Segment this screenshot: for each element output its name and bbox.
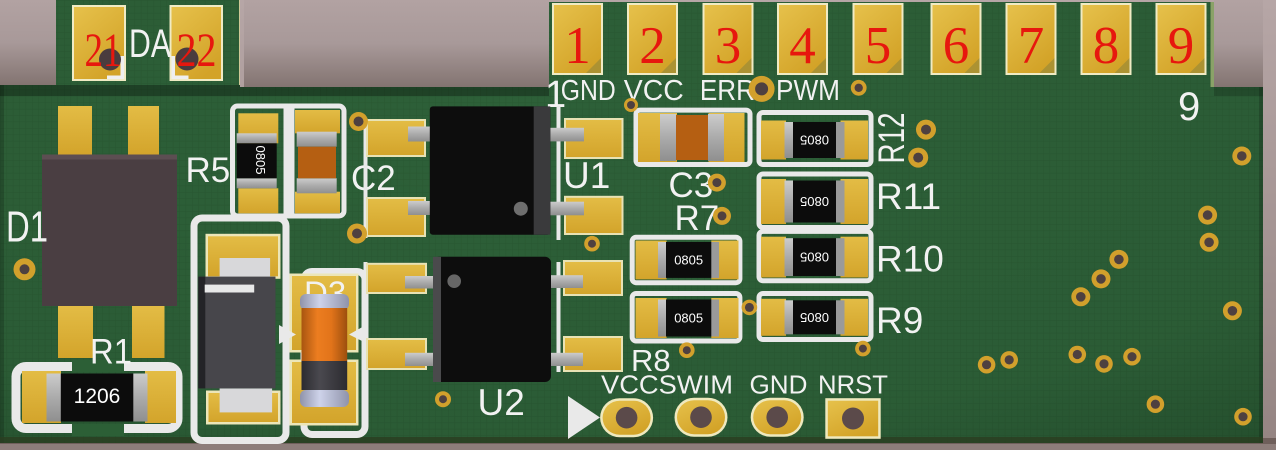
svg-text:21: 21 xyxy=(85,24,122,77)
svg-text:R7: R7 xyxy=(675,199,720,238)
svg-text:0805: 0805 xyxy=(800,133,829,148)
svg-text:1206: 1206 xyxy=(74,385,121,408)
svg-text:C3: C3 xyxy=(669,166,714,205)
svg-text:R5: R5 xyxy=(186,151,231,190)
svg-text:6: 6 xyxy=(943,17,970,75)
svg-text:NRST: NRST xyxy=(818,369,888,399)
svg-text:0805: 0805 xyxy=(253,146,268,175)
svg-text:GND: GND xyxy=(561,75,616,107)
svg-text:R10: R10 xyxy=(876,239,944,280)
svg-text:VCCSWIM: VCCSWIM xyxy=(601,369,733,399)
svg-text:2: 2 xyxy=(639,17,666,75)
svg-text:0805: 0805 xyxy=(800,194,829,209)
svg-text:R11: R11 xyxy=(876,176,941,217)
svg-text:22: 22 xyxy=(177,24,217,77)
svg-text:U1: U1 xyxy=(563,155,610,196)
svg-text:R1: R1 xyxy=(90,333,132,372)
svg-text:DA: DA xyxy=(129,22,171,66)
svg-text:U2: U2 xyxy=(478,382,525,423)
svg-text:1: 1 xyxy=(564,17,591,75)
svg-text:4: 4 xyxy=(789,17,816,75)
svg-text:7: 7 xyxy=(1018,17,1045,75)
svg-text:5: 5 xyxy=(865,17,892,75)
svg-text:ERR: ERR xyxy=(700,75,755,107)
svg-text:R8: R8 xyxy=(631,343,671,378)
svg-text:9: 9 xyxy=(1168,17,1195,75)
svg-text:R12: R12 xyxy=(871,113,912,164)
svg-text:3: 3 xyxy=(715,17,742,75)
svg-text:8: 8 xyxy=(1093,17,1120,75)
svg-text:R9: R9 xyxy=(876,300,923,341)
svg-text:9: 9 xyxy=(1178,85,1200,129)
svg-text:D1: D1 xyxy=(6,203,48,252)
svg-text:C2: C2 xyxy=(351,159,396,198)
svg-text:GND: GND xyxy=(750,369,808,399)
svg-text:0805: 0805 xyxy=(674,252,703,267)
svg-text:0805: 0805 xyxy=(800,310,829,325)
svg-text:0805: 0805 xyxy=(800,250,829,265)
svg-text:PWM: PWM xyxy=(776,75,840,107)
svg-text:0805: 0805 xyxy=(674,311,703,326)
svg-text:1: 1 xyxy=(545,74,566,116)
